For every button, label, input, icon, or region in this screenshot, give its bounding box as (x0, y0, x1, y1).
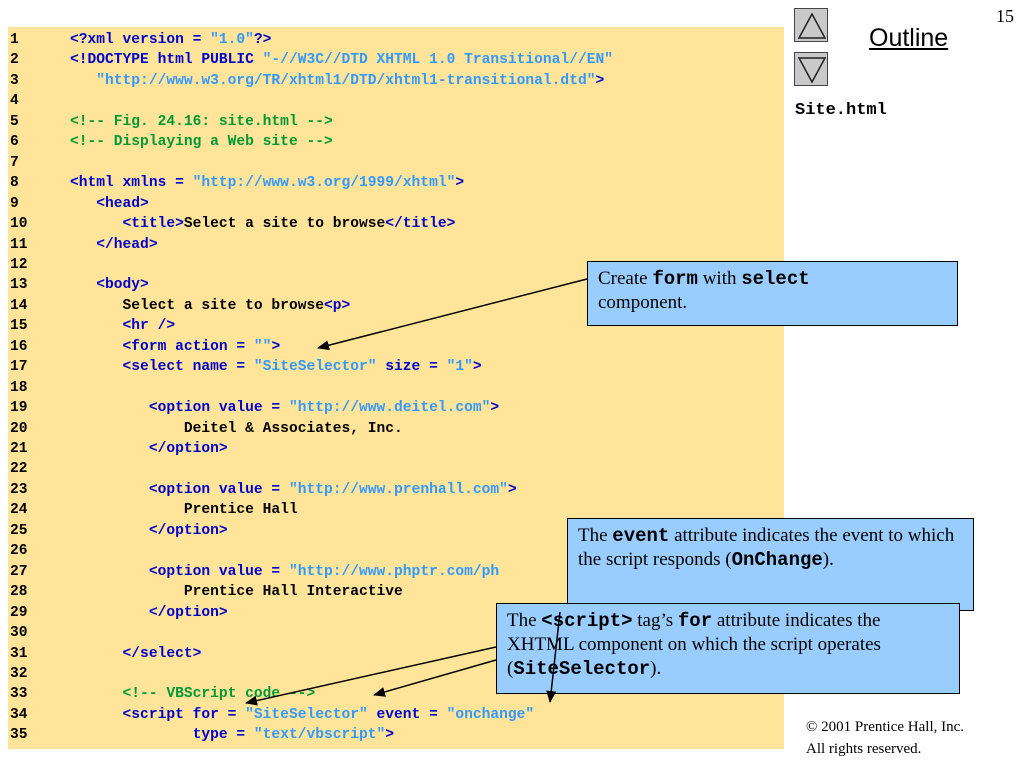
code-text: <form action = ""> (70, 338, 281, 355)
line-number: 26 (10, 543, 28, 560)
line-number: 30 (10, 625, 28, 642)
previous-slide-button[interactable] (794, 8, 828, 42)
code-text: <option value = "http://www.prenhall.com… (70, 481, 517, 498)
line-number: 6 (10, 134, 19, 151)
callout-event: The event attribute indicates the event … (567, 518, 974, 611)
code-text: Prentice Hall Interactive (70, 584, 403, 601)
line-number: 5 (10, 113, 19, 130)
callout-script: The <script> tag’s for attribute indicat… (496, 603, 960, 694)
code-text: </head> (70, 236, 158, 253)
code-text: <option value = "http://www.phptr.com/ph (70, 563, 500, 580)
line-number: 35 (10, 727, 28, 744)
line-number: 17 (10, 359, 28, 376)
callout-form: Create form with select component. (587, 261, 958, 326)
line-number: 19 (10, 400, 28, 417)
code-text: </select> (70, 645, 202, 662)
line-number: 20 (10, 420, 28, 437)
code-listing: 1 <?xml version = "1.0"?> 2 <!DOCTYPE html … (8, 27, 784, 749)
line-number: 27 (10, 563, 28, 580)
line-number: 10 (10, 216, 28, 233)
code-text: <head> (70, 195, 149, 212)
line-number: 24 (10, 502, 28, 519)
code-text: </option> (70, 441, 228, 457)
line-number: 7 (10, 154, 19, 171)
code-text: <hr /> (70, 318, 176, 335)
line-number: 21 (10, 441, 28, 457)
code-text: <option value = "http://www.deitel.com"> (70, 400, 500, 417)
code-text: Prentice Hall (70, 502, 298, 519)
line-number: 25 (10, 522, 28, 539)
code-text: Deitel & Associates, Inc. (70, 420, 403, 437)
code-text: <!-- Displaying a Web site --> (70, 134, 333, 151)
line-number: 16 (10, 338, 28, 355)
outline-title[interactable]: Outline (869, 24, 949, 52)
code-text: type = "text/vbscript"> (70, 727, 395, 744)
line-number: 15 (10, 318, 28, 335)
file-label: Site.html (795, 101, 887, 120)
line-number: 18 (10, 379, 28, 396)
code-text: "http://www.w3.org/TR/xhtml1/DTD/xhtml1-… (70, 72, 605, 89)
slide-number: 15 (996, 6, 1014, 26)
line-number: 4 (10, 93, 19, 110)
line-number: 31 (10, 645, 28, 662)
line-number: 9 (10, 195, 19, 212)
triangle-up-icon (797, 12, 827, 39)
code-text: </option> (70, 604, 228, 621)
line-number: 3 (10, 72, 19, 89)
line-number: 14 (10, 297, 28, 314)
code-text: Select a site to browse<p> (70, 297, 351, 314)
line-number: 33 (10, 686, 28, 703)
line-number: 1 (10, 32, 19, 48)
code-text: </option> (70, 522, 228, 539)
copyright-notice: © 2001 Prentice Hall, Inc. All rights re… (806, 719, 965, 757)
code-text: <?xml version = "1.0"?> (70, 32, 272, 48)
next-slide-button[interactable] (794, 52, 828, 86)
line-number: 29 (10, 604, 28, 621)
code-text: <!-- VBScript code --> (70, 686, 316, 703)
code-text: <select name = "SiteSelector" size = "1"… (70, 359, 482, 376)
line-number: 12 (10, 256, 28, 273)
line-number: 13 (10, 277, 28, 294)
line-number: 28 (10, 584, 28, 601)
code-text: <script for = "SiteSelector" event = "on… (70, 706, 535, 723)
code-text: <!-- Fig. 24.16: site.html --> (70, 113, 333, 130)
line-number: 23 (10, 481, 28, 498)
line-number: 2 (10, 52, 19, 69)
line-number: 32 (10, 665, 28, 682)
line-number: 11 (10, 236, 28, 253)
line-number: 8 (10, 175, 19, 192)
code-text: <title>Select a site to browse</title> (70, 216, 456, 233)
line-number: 34 (10, 706, 28, 723)
line-number: 22 (10, 461, 28, 478)
code-text: <body> (70, 277, 149, 294)
triangle-down-icon (797, 57, 827, 84)
code-text: <html xmlns = "http://www.w3.org/1999/xh… (70, 175, 465, 192)
code-text: <!DOCTYPE html PUBLIC "-//W3C//DTD XHTML… (70, 52, 613, 69)
